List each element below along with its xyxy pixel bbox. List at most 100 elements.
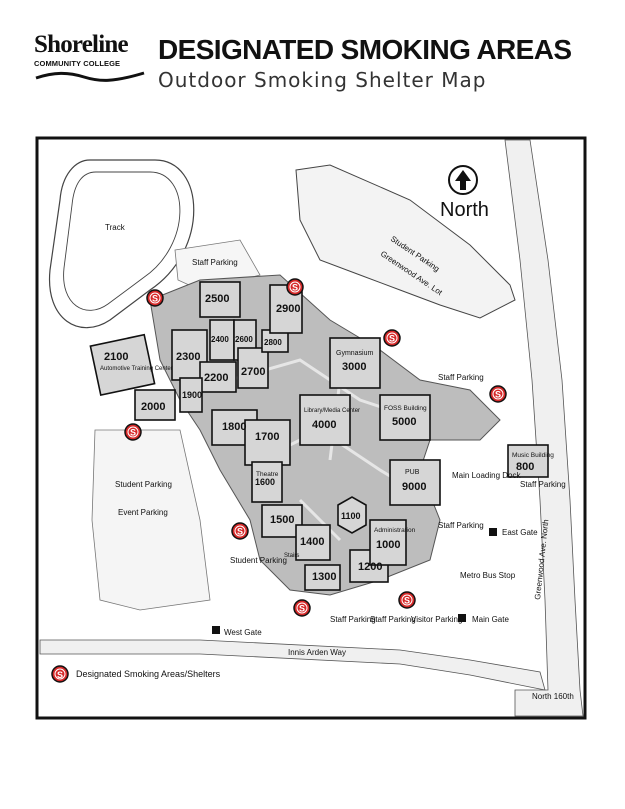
building-9000-number: 9000	[402, 481, 426, 493]
foss-label: FOSS Building	[384, 405, 427, 412]
building-1400-number: 1400	[300, 536, 324, 548]
main-gate-marker	[458, 614, 466, 622]
building-2200[interactable]	[199, 361, 237, 393]
legend-label: Designated Smoking Areas/Shelters	[76, 669, 221, 679]
building-2700-number: 2700	[241, 366, 265, 378]
smoking-area-icon	[489, 385, 507, 403]
student-parking-west-label: Student Parking	[115, 480, 172, 489]
building-1000[interactable]	[369, 519, 407, 566]
legend: S Designated Smoking Areas/Shelters	[51, 665, 221, 683]
logo-wave-icon	[35, 71, 145, 82]
west-gate-marker	[212, 626, 220, 634]
building-4000[interactable]	[299, 394, 351, 446]
building-5000-number: 5000	[392, 416, 416, 428]
library-label: Library/Media Center	[304, 408, 360, 414]
building-1100[interactable]	[337, 496, 367, 534]
logo-subtitle: COMMUNITY COLLEGE	[34, 59, 121, 68]
smoking-area-marker[interactable]: S	[383, 329, 401, 347]
building-2400[interactable]	[209, 319, 235, 361]
smoking-area-marker[interactable]: S	[286, 278, 304, 296]
building-2400-number: 2400	[211, 335, 229, 344]
smoking-area-letter: S	[292, 283, 298, 293]
building-800-number: 800	[516, 461, 534, 473]
building-5000[interactable]	[379, 394, 431, 441]
west-gate-label: West Gate	[224, 628, 262, 637]
legend-smoking-letter: S	[57, 670, 63, 680]
staff-parking-east-label: Staff Parking	[520, 480, 566, 489]
smoking-area-marker[interactable]: S	[231, 522, 249, 540]
smoking-area-letter: S	[130, 428, 136, 438]
metro-bus-stop-label: Metro Bus Stop	[460, 571, 516, 580]
smoking-area-marker[interactable]: S	[124, 423, 142, 441]
staff-parking-s1-label: Staff Parking	[330, 615, 376, 624]
building-1500-number: 1500	[270, 514, 294, 526]
page-subtitle: Outdoor Smoking Shelter Map	[158, 68, 487, 92]
track-label: Track	[105, 223, 126, 232]
main-gate-label: Main Gate	[472, 615, 509, 624]
building-1700[interactable]	[244, 419, 291, 466]
building-2100[interactable]	[89, 333, 156, 397]
college-logo: Shoreline COMMUNITY COLLEGE	[34, 32, 146, 82]
smoking-area-letter: S	[404, 596, 410, 606]
building-3000[interactable]	[329, 337, 381, 389]
main-loading-dock-label: Main Loading Dock	[452, 471, 521, 480]
greenwood-road	[504, 139, 584, 717]
event-parking-label: Event Parking	[118, 508, 168, 517]
visitor-parking-label: Visitor Parking	[411, 615, 462, 624]
building-800[interactable]	[507, 444, 549, 478]
greenwood-lot	[295, 164, 516, 319]
staff-parking-s2-label: Staff Parking	[370, 615, 416, 624]
building-2500-number: 2500	[205, 293, 229, 305]
building-1900-number: 1900	[182, 390, 202, 400]
staff-parking-right-label: Staff Parking	[438, 373, 484, 382]
west-parking-lot	[91, 429, 211, 611]
building-2000[interactable]	[134, 389, 176, 421]
smoking-area-marker[interactable]: S	[489, 385, 507, 403]
building-1900[interactable]	[179, 377, 203, 413]
east-gate-label: East Gate	[502, 528, 538, 537]
smoking-area-icon	[398, 591, 416, 609]
smoking-area-marker[interactable]: S	[146, 289, 164, 307]
staff-parking-mid-label: Staff Parking	[438, 521, 484, 530]
innis-arden-road	[39, 639, 546, 691]
logo-name: Shoreline	[34, 31, 129, 58]
building-2900-number: 2900	[276, 303, 300, 315]
building-1400[interactable]	[295, 524, 331, 561]
building-1300[interactable]	[304, 564, 341, 591]
building-3000-number: 3000	[342, 361, 366, 373]
north-arrow: North	[440, 165, 489, 221]
east-gate-marker	[489, 528, 497, 536]
smoking-area-icon	[124, 423, 142, 441]
building-2100-number: 2100	[104, 351, 128, 363]
building-1200-number: 1200	[358, 561, 382, 573]
building-9000[interactable]	[389, 459, 441, 506]
building-1300-number: 1300	[312, 571, 336, 583]
smoking-area-letter: S	[495, 390, 501, 400]
smoking-area-letter: S	[299, 604, 305, 614]
building-2300-number: 2300	[176, 351, 200, 363]
building-1700-number: 1700	[255, 431, 279, 443]
building-1600[interactable]	[251, 461, 283, 503]
building-2800-number: 2800	[264, 338, 282, 347]
innis-arden-label: Innis Arden Way	[288, 648, 346, 657]
buildings	[89, 281, 549, 591]
smoking-area-icon	[383, 329, 401, 347]
smoking-area-marker[interactable]: S	[398, 591, 416, 609]
stairs-label: Stairs	[284, 553, 299, 559]
music-building-label: Music Building	[512, 452, 554, 459]
student-parking-south-label: Student Parking	[230, 556, 287, 565]
smoking-area-icon	[146, 289, 164, 307]
building-2200-number: 2200	[204, 372, 228, 384]
building-1000-number: 1000	[376, 539, 400, 551]
north-label: North	[440, 199, 489, 221]
smoking-area-letter: S	[152, 294, 158, 304]
smoking-markers: S S S S S S S S	[124, 278, 507, 617]
building-1600-number: 1600	[255, 477, 275, 487]
legend-smoking-icon	[51, 665, 69, 683]
building-2000-number: 2000	[141, 401, 165, 413]
smoking-area-icon	[293, 599, 311, 617]
building-2500[interactable]	[199, 281, 241, 318]
building-2700[interactable]	[237, 347, 269, 389]
smoking-area-marker[interactable]: S	[293, 599, 311, 617]
